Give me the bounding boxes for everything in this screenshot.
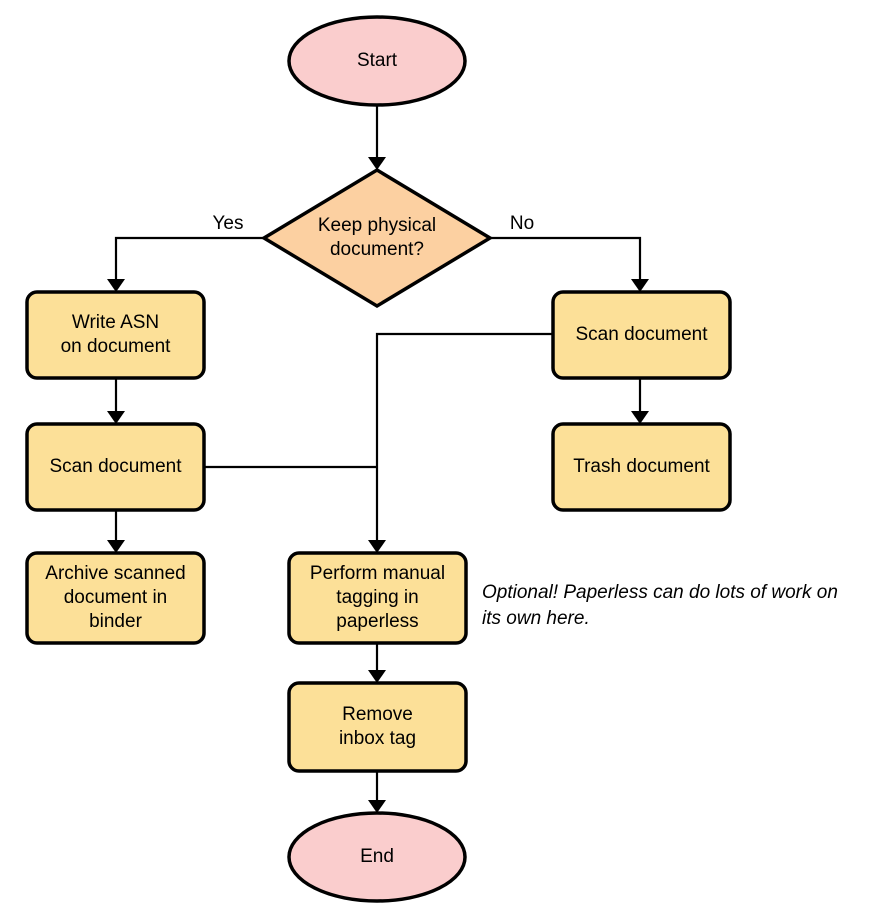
edge-line	[490, 236, 642, 286]
node-archive-scanned[interactable]: Archive scanned document in binder	[25, 551, 206, 645]
arrow-head-icon	[107, 540, 125, 553]
node-label: inbox tag	[339, 728, 416, 749]
note-line: Optional! Paperless can do lots of work …	[482, 582, 838, 603]
note-optional-note: Optional! Paperless can do lots of work …	[482, 582, 838, 629]
node-label: Scan document	[575, 324, 708, 345]
node-label: document in	[64, 587, 168, 608]
edge-decision-no-to-scan-right: No	[490, 213, 649, 292]
node-write-asn[interactable]: Write ASN on document	[25, 290, 206, 380]
node-label: on document	[61, 336, 172, 357]
terminator-shape	[287, 811, 467, 903]
node-decision-keep-physical[interactable]: Keep physical document?	[260, 167, 494, 309]
node-label: Remove	[342, 704, 413, 725]
edge-line	[114, 236, 264, 286]
node-start[interactable]: Start	[287, 15, 467, 107]
process-shape	[25, 551, 206, 645]
edge-start-to-decision	[368, 105, 386, 170]
node-label: Archive scanned	[45, 563, 185, 584]
notes-layer: Optional! Paperless can do lots of work …	[482, 582, 838, 629]
node-label: Write ASN	[72, 312, 159, 333]
edge-scan-left-to-archive	[107, 510, 125, 553]
arrow-head-icon	[107, 411, 125, 424]
decision-shape	[260, 167, 494, 309]
process-shape	[551, 422, 732, 512]
edges-layer: Yes No	[107, 105, 649, 813]
arrow-head-icon	[368, 800, 386, 813]
node-label: binder	[89, 611, 142, 632]
node-label: End	[360, 846, 394, 867]
edge-label: No	[510, 213, 534, 234]
node-scan-document-right[interactable]: Scan document	[551, 290, 732, 380]
edge-scan-right-to-trash	[631, 378, 649, 424]
node-remove-inbox-tag[interactable]: Remove inbox tag	[287, 681, 468, 773]
edge-line	[375, 332, 553, 547]
process-shape	[25, 290, 206, 380]
edge-manual-tagging-to-remove-inbox	[368, 643, 386, 683]
edge-label: Yes	[213, 213, 244, 234]
process-shape	[287, 681, 468, 773]
node-label: Start	[357, 50, 398, 71]
arrow-head-icon	[107, 279, 125, 292]
process-shape	[551, 290, 732, 380]
node-label: Perform manual	[310, 563, 445, 584]
node-label: Trash document	[573, 456, 710, 477]
node-label: Keep physical	[318, 215, 436, 236]
edge-scan-right-to-manual-tagging	[368, 332, 553, 553]
arrow-head-icon	[631, 411, 649, 424]
terminator-shape	[287, 15, 467, 107]
node-trash-document[interactable]: Trash document	[551, 422, 732, 512]
process-shape	[25, 422, 206, 512]
node-scan-document-left[interactable]: Scan document	[25, 422, 206, 512]
node-label: Scan document	[49, 456, 182, 477]
process-shape	[287, 551, 468, 645]
edge-write-asn-to-scan-left	[107, 378, 125, 424]
note-line: its own here.	[482, 608, 590, 629]
arrow-head-icon	[368, 670, 386, 683]
node-label: paperless	[336, 611, 418, 632]
edge-decision-yes-to-write-asn: Yes	[107, 213, 264, 292]
arrow-head-icon	[631, 279, 649, 292]
edge-remove-inbox-to-end	[368, 771, 386, 813]
node-label: document?	[330, 239, 424, 260]
node-label: tagging in	[336, 587, 418, 608]
node-end[interactable]: End	[287, 811, 467, 903]
node-perform-manual-tagging[interactable]: Perform manual tagging in paperless	[287, 551, 468, 645]
arrow-head-icon	[368, 157, 386, 170]
arrow-head-icon	[368, 540, 386, 553]
